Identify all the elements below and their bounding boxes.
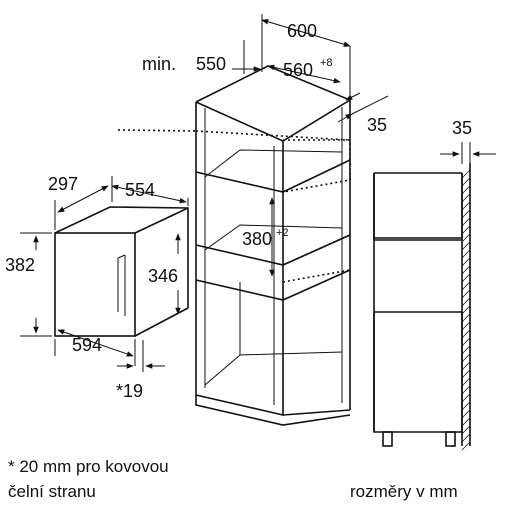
- hatch-line: [461, 425, 471, 435]
- hatch-line: [461, 193, 471, 203]
- dim-front-width: [54, 329, 136, 366]
- hatch-line: [461, 337, 471, 347]
- label-380: 380: [242, 229, 272, 249]
- hatch-line: [461, 353, 471, 363]
- hatch-line: [461, 393, 471, 403]
- hatch-line: [461, 345, 471, 355]
- label-560-tol: +8: [320, 57, 333, 69]
- hatch-line: [461, 321, 471, 331]
- microwave-appliance: [54, 206, 189, 337]
- label-560: 560: [283, 60, 313, 80]
- label-594: 594: [72, 335, 102, 355]
- hatch-line: [461, 289, 471, 299]
- dim-niche-depth: [267, 64, 341, 84]
- hatch-line: [461, 265, 471, 275]
- hatch-line: [461, 233, 471, 243]
- hatch-line: [461, 169, 471, 179]
- hatch-line: [461, 185, 471, 195]
- hatch-line: [461, 273, 471, 283]
- hatch-line: [461, 377, 471, 387]
- label-600: 600: [287, 21, 317, 41]
- label-550: 550: [196, 54, 226, 74]
- hatch-line: [461, 409, 471, 419]
- label-19: *19: [116, 381, 143, 401]
- side-section: [373, 163, 471, 447]
- hatch-line: [461, 217, 471, 227]
- hatch-line: [461, 417, 471, 427]
- hatch-line: [461, 209, 471, 219]
- hatch-line: [461, 441, 471, 451]
- hatch-line: [461, 241, 471, 251]
- label-35-front: 35: [367, 115, 387, 135]
- niche-dotted-outline: [117, 129, 351, 283]
- dim-appliance-height: [20, 232, 52, 337]
- footnote-line1: * 20 mm pro kovovou: [8, 457, 169, 476]
- hatch-line: [461, 385, 471, 395]
- label-382: 382: [5, 255, 35, 275]
- hatch-line: [461, 313, 471, 323]
- label-35-side: 35: [452, 118, 472, 138]
- dim-front-offset: [337, 92, 389, 123]
- label-297: 297: [48, 174, 78, 194]
- hatch-line: [461, 305, 471, 315]
- dim-front-thickness: [117, 340, 165, 372]
- label-554: 554: [125, 180, 155, 200]
- tall-cabinet: [195, 65, 351, 426]
- hatch-line: [461, 257, 471, 267]
- hatch-line: [461, 201, 471, 211]
- hatch-line: [461, 281, 471, 291]
- dim-min-depth: [232, 40, 261, 74]
- hatch-line: [461, 433, 471, 443]
- label-380-tol: +2: [276, 227, 289, 239]
- hatch-line: [461, 369, 471, 379]
- hatch-line: [461, 361, 471, 371]
- hatch-line: [461, 249, 471, 259]
- dim-appliance-top: [54, 176, 189, 230]
- label-min: min.: [142, 54, 176, 74]
- hatch-line: [461, 329, 471, 339]
- hatch-line: [461, 177, 471, 187]
- dim-top-depth: [261, 14, 351, 100]
- hatch-line: [461, 401, 471, 411]
- dim-side-offset: [440, 142, 496, 164]
- wall-hatch: [461, 169, 471, 451]
- label-346: 346: [148, 266, 178, 286]
- hatch-line: [461, 225, 471, 235]
- footnote-line2: čelní stranu: [8, 482, 96, 501]
- units-label: rozměry v mm: [350, 482, 458, 501]
- hatch-line: [461, 297, 471, 307]
